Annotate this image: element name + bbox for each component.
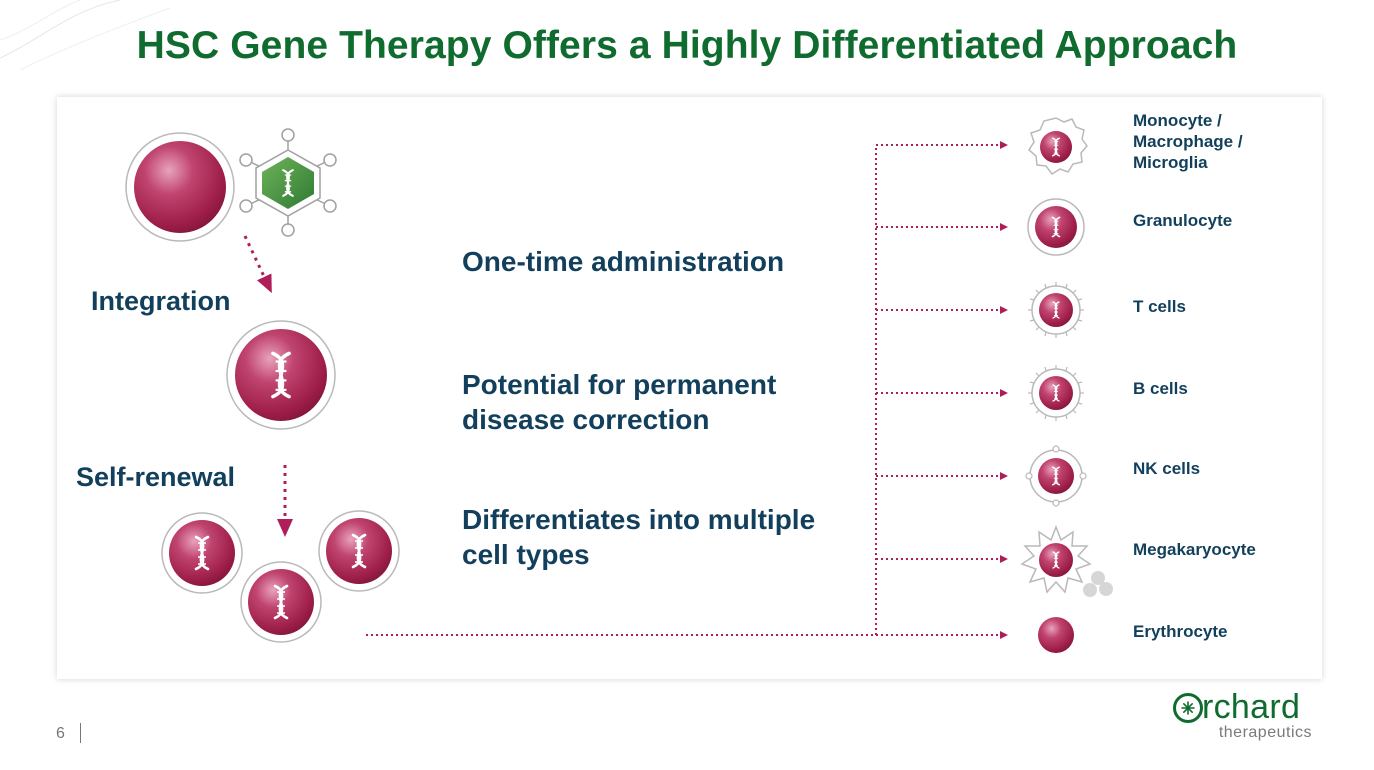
benefit-differentiation: Differentiates into multiple cell types — [462, 504, 816, 570]
label-erythrocyte: Erythrocyte — [1133, 622, 1228, 641]
t-cell-icon — [1028, 282, 1084, 338]
integrated-cell — [226, 320, 336, 430]
renewed-cell-right — [318, 510, 400, 592]
corner-decoration — [0, 0, 170, 70]
page-title: HSC Gene Therapy Offers a Highly Differe… — [136, 24, 1238, 67]
monocyte-icon — [1028, 117, 1088, 176]
orchard-logo: rchard therapeutics — [1160, 688, 1320, 748]
erythrocyte-icon — [1038, 617, 1074, 653]
integration-label: Integration — [91, 286, 231, 316]
logo-subtitle: therapeutics — [1218, 724, 1312, 741]
page-number: 6 — [56, 725, 65, 742]
renewed-cell-left — [161, 512, 243, 594]
label-nk-cells: NK cells — [1133, 459, 1201, 478]
differentiation-connectors — [366, 145, 877, 636]
benefit-permanent-correction: Potential for permanent disease correcti… — [462, 369, 777, 435]
b-cell-icon — [1028, 365, 1084, 421]
benefit-one-time: One-time administration — [462, 246, 785, 277]
label-monocyte: Monocyte / Macrophage / Microglia — [1133, 111, 1243, 172]
label-megakaryocyte: Megakaryocyte — [1133, 540, 1256, 559]
label-t-cells: T cells — [1133, 297, 1186, 316]
logo-wordmark: rchard — [1202, 688, 1301, 726]
renewed-cell-bottom — [240, 561, 322, 643]
nk-cell-icon — [1025, 445, 1087, 507]
integration-arrow — [243, 235, 272, 294]
viral-vector-icon — [239, 128, 337, 237]
page-divider — [80, 723, 81, 743]
orchard-o-icon — [1173, 693, 1203, 723]
stem-cell — [125, 132, 235, 242]
self-renewal-label: Self-renewal — [76, 462, 236, 492]
megakaryocyte-icon — [1020, 524, 1113, 597]
label-granulocyte: Granulocyte — [1133, 211, 1233, 230]
label-b-cells: B cells — [1133, 379, 1188, 398]
granulocyte-icon — [1027, 198, 1085, 256]
cell-type-arrows — [876, 141, 1008, 639]
